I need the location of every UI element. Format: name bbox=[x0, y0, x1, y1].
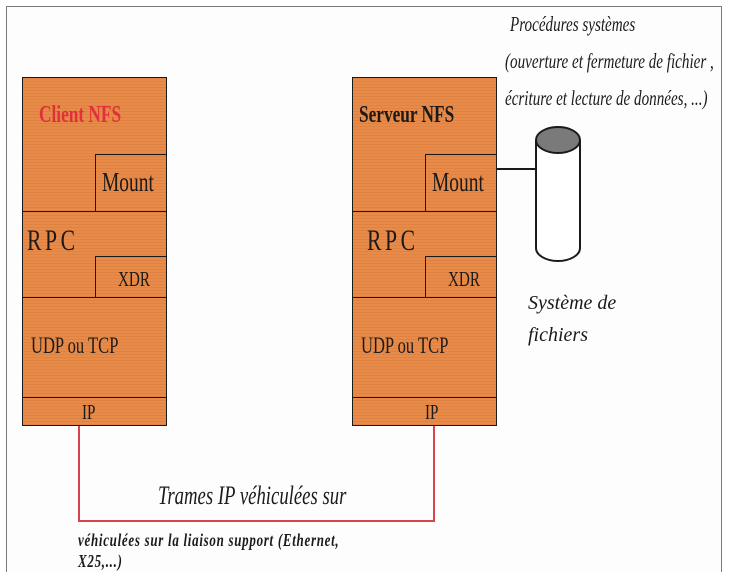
server-title: Serveur NFS bbox=[359, 102, 455, 128]
server-transport-label: UDP ou TCP bbox=[361, 333, 449, 358]
client-stack: Client NFS Mount RPC XDR UDP ou TCP IP bbox=[22, 77, 167, 426]
filesystem-cylinder-icon bbox=[535, 126, 581, 262]
client-application-layer: Client NFS Mount bbox=[23, 78, 166, 212]
link-wire-server-drop bbox=[433, 426, 435, 522]
server-mount-label: Mount bbox=[432, 167, 484, 197]
client-title: Client NFS bbox=[39, 102, 122, 128]
client-ip-label: IP bbox=[82, 400, 96, 424]
server-xdr-box: XDR bbox=[425, 256, 496, 297]
link-wire-bottom bbox=[78, 520, 435, 522]
link-wire-client-drop bbox=[78, 426, 80, 522]
procedures-line-2: (ouverture et fermeture de fichier , bbox=[505, 49, 714, 73]
client-rpc-label: RPC bbox=[27, 224, 79, 257]
link-label: Trames IP véhiculées sur bbox=[158, 481, 347, 510]
mount-to-filesystem-connector bbox=[497, 168, 539, 170]
filesystem-label-line-1: Système de bbox=[528, 292, 617, 314]
server-rpc-layer: RPC XDR bbox=[353, 212, 496, 298]
client-mount-box: Mount bbox=[95, 154, 166, 211]
server-ip-label: IP bbox=[425, 400, 439, 424]
filesystem-label-line-2: fichiers bbox=[528, 324, 588, 346]
client-mount-label: Mount bbox=[102, 167, 154, 197]
server-rpc-label: RPC bbox=[367, 224, 419, 257]
server-mount-box: Mount bbox=[425, 154, 496, 211]
client-xdr-label: XDR bbox=[118, 267, 150, 291]
client-rpc-layer: RPC XDR bbox=[23, 212, 166, 298]
client-ip-layer: IP bbox=[23, 398, 166, 425]
server-stack: Serveur NFS Mount RPC XDR UDP ou TCP IP bbox=[352, 77, 497, 426]
footnote-line-1: véhiculées sur la liaison support (Ether… bbox=[78, 530, 340, 550]
procedures-line-3: écriture et lecture de données, ...) bbox=[505, 86, 708, 110]
server-application-layer: Serveur NFS Mount bbox=[353, 78, 496, 212]
server-ip-layer: IP bbox=[353, 398, 496, 425]
server-transport-layer: UDP ou TCP bbox=[353, 298, 496, 398]
procedures-line-1: Procédures systèmes bbox=[510, 12, 636, 36]
footnote-line-2: X25,...) bbox=[78, 551, 123, 571]
server-xdr-label: XDR bbox=[448, 267, 480, 291]
client-transport-label: UDP ou TCP bbox=[31, 333, 119, 358]
client-transport-layer: UDP ou TCP bbox=[23, 298, 166, 398]
client-xdr-box: XDR bbox=[95, 256, 166, 297]
